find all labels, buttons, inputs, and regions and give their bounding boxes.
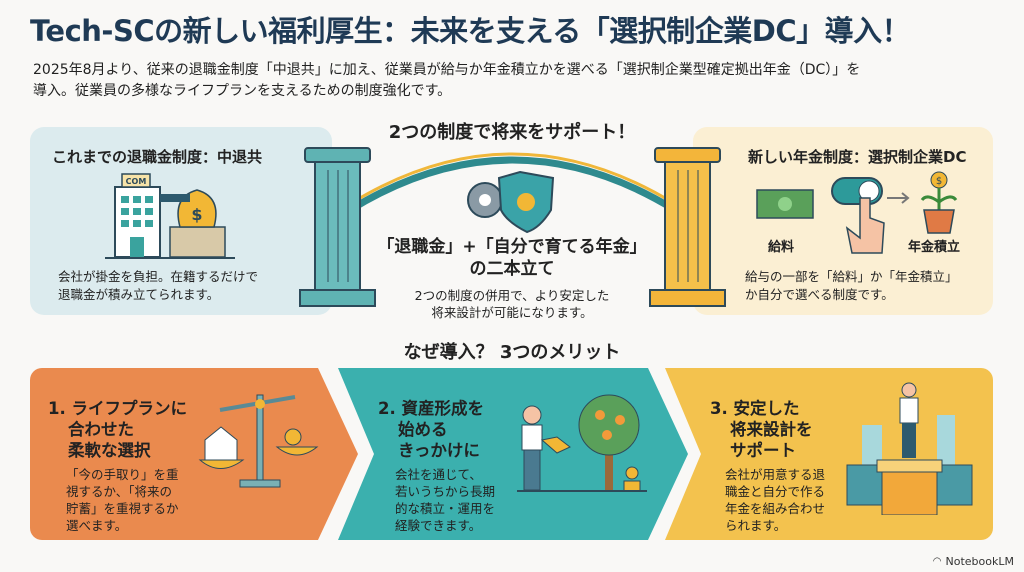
text-line: 貯蓄」を重視するか	[66, 501, 179, 516]
text-line: 柔軟な選択	[68, 441, 151, 460]
text-line: 将来設計が可能になります。	[431, 305, 593, 320]
merit-1-title: 1. ライフプランに 合わせた 柔軟な選択	[48, 398, 187, 461]
new-system-text: 給与の一部を「給料」か「年金積立」 か自分で選べる制度です。	[745, 268, 958, 304]
text-line: 選べます。	[66, 518, 128, 533]
center-heading: 2つの制度で将来をサポート！	[388, 122, 636, 143]
merit-3-text: 会社が用意する退 職金と自分で作る 年金を組み合わせ られます。	[725, 466, 825, 534]
current-system-heading: これまでの退職金制度：中退共	[52, 148, 263, 166]
text-line: 「退職金」+「自分で育てる年金」	[377, 237, 647, 257]
text-line: 職金と自分で作る	[725, 484, 826, 499]
merit-1-text: 「今の手取り」を重 視するか、「将来の 貯蓄」を重視するか 選べます。	[66, 466, 179, 534]
text-line: 1. ライフプランに	[48, 399, 187, 418]
merit-2-title: 2. 資産形成を 始める きっかけに	[378, 398, 484, 461]
pension-label: 年金積立	[908, 240, 961, 255]
text-line: 合わせた	[68, 420, 134, 439]
text-line: 給与の一部を「給料」か「年金積立」	[745, 269, 958, 284]
svg-text:$: $	[191, 205, 202, 224]
center-main-text: 「退職金」+「自分で育てる年金」 の二本立て	[370, 236, 654, 280]
brand-badge: ◠ NotebookLM	[933, 555, 1014, 568]
text-line: 2. 資産形成を	[378, 399, 484, 418]
balance-scale-icon	[198, 394, 319, 488]
text-line: 会社が用意する退	[725, 467, 826, 482]
company-moneybag-icon: COM $	[105, 173, 235, 259]
intro-line: 2025年8月より、従来の退職金制度「中退共」に加え、従業員が給与か年金積立かを…	[33, 62, 861, 78]
text-line: 会社を通じて、	[395, 467, 482, 482]
text-line: 年金を組み合わせ	[725, 501, 826, 516]
center-sub-text: 2つの制度の併用で、より安定した 将来設計が可能になります。	[370, 287, 654, 321]
salary-label: 給料	[768, 240, 795, 255]
merit-2-text: 会社を通じて、 若いうちから長期 的な積立・運用を 経験できます。	[395, 466, 495, 534]
text-line: 始める	[398, 420, 448, 439]
text-line: 若いうちから長期	[395, 484, 496, 499]
intro-text: 2025年8月より、従来の退職金制度「中退共」に加え、従業員が給与か年金積立かを…	[33, 60, 1003, 102]
current-system-text: 会社が掛金を負担。在籍するだけで 退職金が積み立てられます。	[58, 268, 258, 304]
merit-3-title: 3. 安定した 将来設計を サポート	[710, 398, 813, 461]
text-line: 3. 安定した	[710, 399, 800, 418]
text-line: きっかけに	[398, 441, 480, 460]
two-pillar-arch-illustration	[299, 147, 726, 307]
person-on-pillars-icon	[846, 382, 973, 515]
building-sign: COM	[126, 177, 147, 186]
salary-toggle-pension-icon: $	[756, 171, 958, 254]
new-system-heading: 新しい年金制度：選択制企業DC	[748, 148, 967, 166]
page-title: Tech-SCの新しい福利厚生：未来を支える「選択制企業DC」導入！	[30, 14, 911, 48]
text-line: サポート	[730, 441, 796, 460]
intro-line: 導入。従業員の多様なライフプランを支えるための制度強化です。	[33, 83, 452, 99]
merits-heading: なぜ導入？ 3つのメリット	[403, 342, 621, 363]
svg-text:$: $	[936, 176, 942, 187]
text-line: 「今の手取り」を重	[66, 467, 179, 482]
text-line: 2つの制度の併用で、より安定した	[414, 288, 610, 303]
text-line: 将来設計を	[730, 420, 813, 439]
text-line: 経験できます。	[395, 518, 482, 533]
text-line: 退職金が積み立てられます。	[58, 287, 220, 302]
text-line: 視するか、「将来の	[66, 484, 173, 499]
notebooklm-logo-icon: ◠	[932, 556, 942, 567]
text-line: 会社が掛金を負担。在籍するだけで	[58, 269, 259, 284]
text-line: 的な積立・運用を	[395, 501, 496, 516]
person-watering-tree-icon	[517, 394, 647, 492]
merit-card-2	[338, 368, 688, 540]
text-line: の二本立て	[469, 259, 555, 279]
text-line: か自分で選べる制度です。	[745, 287, 894, 302]
brand-name: NotebookLM	[945, 555, 1014, 568]
text-line: られます。	[725, 518, 787, 533]
